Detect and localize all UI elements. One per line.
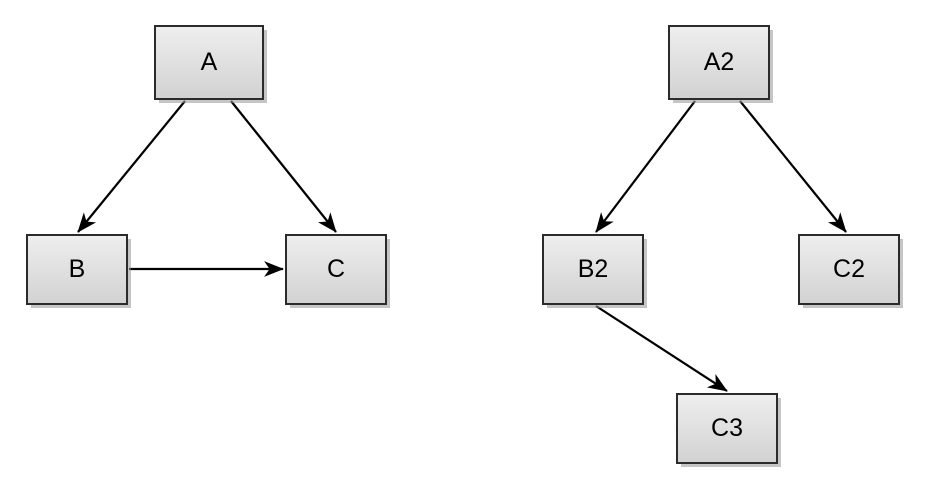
node-a[interactable]: A [154, 25, 264, 100]
node-b[interactable]: B [26, 234, 128, 305]
node-label-b2: B2 [577, 255, 609, 283]
edge-a2-to-b2 [595, 100, 696, 233]
node-label-c3: C3 [711, 414, 743, 442]
node-c[interactable]: C [285, 234, 387, 305]
edge-a-to-b [77, 100, 186, 233]
node-a2[interactable]: A2 [668, 25, 770, 100]
node-label-a2: A2 [703, 48, 735, 76]
edge-a-to-c [230, 100, 337, 233]
node-label-c2: C2 [833, 255, 865, 283]
edge-a2-to-c2 [739, 100, 847, 233]
node-label-b: B [68, 255, 86, 283]
node-label-a: A [200, 48, 218, 76]
node-b2[interactable]: B2 [542, 234, 644, 305]
node-c3[interactable]: C3 [676, 393, 778, 464]
edge-b2-to-c3 [595, 305, 728, 392]
node-label-c: C [326, 255, 346, 283]
edges-group [77, 100, 847, 392]
node-c2[interactable]: C2 [798, 234, 900, 305]
